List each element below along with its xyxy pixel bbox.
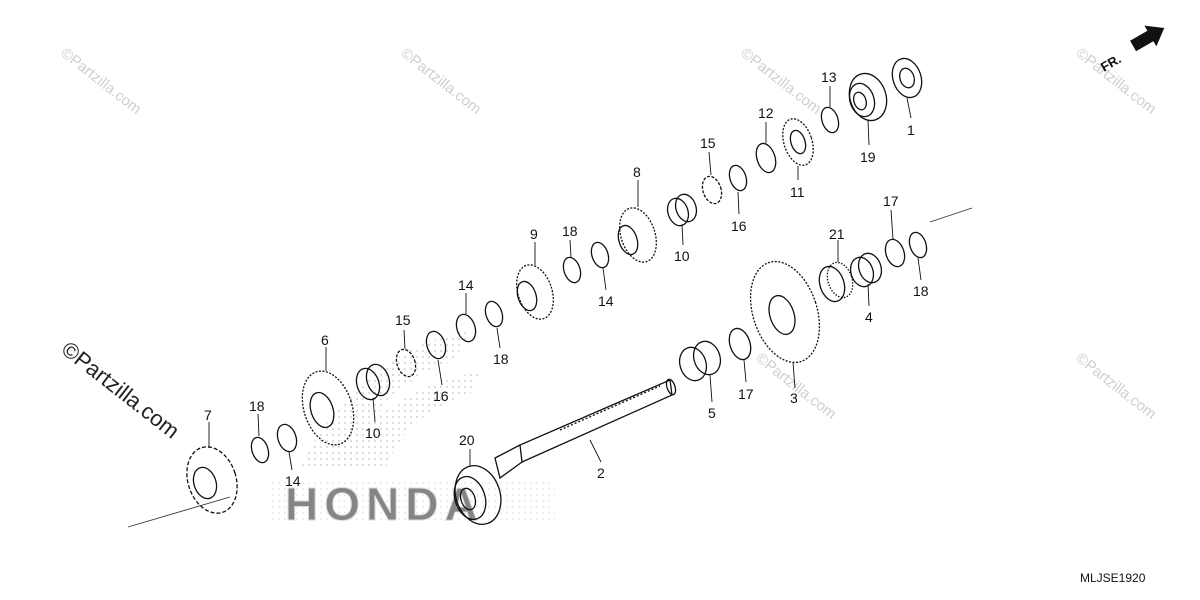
part-11-gear[interactable] [777,115,818,169]
callout-12: 12 [758,105,774,121]
watermark-text-main: ©Partzilla.com [57,336,184,443]
callout-14: 14 [458,277,474,293]
callout-18: 18 [913,283,929,299]
part-17-ring[interactable] [726,326,755,363]
part-4-bushing[interactable] [847,250,885,289]
part-7-gear[interactable] [179,440,246,520]
part-12-ring[interactable] [753,141,779,175]
front-direction-indicator: FR. [1098,25,1165,75]
part-1-washer[interactable] [888,55,927,102]
watermark-text: ©Partzilla.com [398,45,485,118]
callout-18: 18 [249,398,265,414]
callout-1: 1 [907,122,915,138]
watermark-text: ©Partzilla.com [753,350,840,423]
part-14-ring[interactable] [588,240,611,270]
callout-19: 19 [860,149,876,165]
leader-lines [208,86,922,471]
callout-11: 11 [790,184,805,200]
part-10-bushing[interactable] [664,192,700,229]
part-2-shaft[interactable] [494,378,677,480]
callout-9: 9 [530,226,538,242]
callout-17: 17 [883,193,899,209]
callout-4: 4 [865,309,873,325]
callout-15: 15 [700,135,716,151]
callout-17: 17 [738,386,754,402]
axis-line [127,496,231,528]
callout-labels: 1 2 3 4 5 6 7 8 9 10 10 11 12 13 14 14 1… [204,69,929,489]
callout-16: 16 [731,218,747,234]
part-16-lock-washer[interactable] [423,329,449,361]
callout-7: 7 [204,407,212,423]
diagram-code: MLJSE1920 [1080,571,1146,585]
part-18-ring[interactable] [560,255,583,285]
callout-15: 15 [395,312,411,328]
part-14-ring[interactable] [453,312,479,344]
part-21-needle-bearing[interactable] [815,259,857,305]
callout-21: 21 [829,226,845,242]
callout-14: 14 [598,293,614,309]
callout-5: 5 [708,405,716,421]
callout-6: 6 [321,332,329,348]
callout-13: 13 [821,69,837,85]
callout-20: 20 [459,432,475,448]
part-18-ring[interactable] [248,435,271,465]
watermark-text: ©Partzilla.com [1073,350,1160,423]
part-13-ring[interactable] [818,105,841,135]
watermark-text: ©Partzilla.com [58,45,145,118]
watermarks: ©Partzilla.com ©Partzilla.com ©Partzilla… [57,45,1159,444]
callout-10: 10 [674,248,690,264]
part-16-lock-washer[interactable] [726,163,749,193]
part-15-splined-washer[interactable] [699,174,725,206]
part-18-ring[interactable] [482,299,505,329]
arrow-icon [1130,25,1165,52]
part-19-bearing[interactable] [843,69,892,126]
part-3-gear[interactable] [738,253,831,372]
part-20-bearing[interactable] [448,460,508,531]
axis-line [929,207,973,223]
part-15-splined-washer[interactable] [393,347,419,379]
watermark-text: ©Partzilla.com [738,45,825,118]
callout-18: 18 [562,223,578,239]
callout-16: 16 [433,388,449,404]
part-5-collar[interactable] [675,338,724,384]
part-8-gear[interactable] [613,203,663,267]
honda-logo-watermark: HONDA [270,330,555,531]
callout-2: 2 [597,465,605,481]
callout-10: 10 [365,425,381,441]
callout-3: 3 [790,390,798,406]
honda-wordmark: HONDA [285,478,484,530]
part-14-ring[interactable] [274,422,300,454]
callout-18: 18 [493,351,509,367]
part-6-gear[interactable] [293,364,362,451]
part-9-gear[interactable] [510,260,560,324]
part-17-ring[interactable] [882,237,908,269]
callout-8: 8 [633,164,641,180]
part-18-ring[interactable] [906,230,929,260]
callout-14: 14 [285,473,301,489]
